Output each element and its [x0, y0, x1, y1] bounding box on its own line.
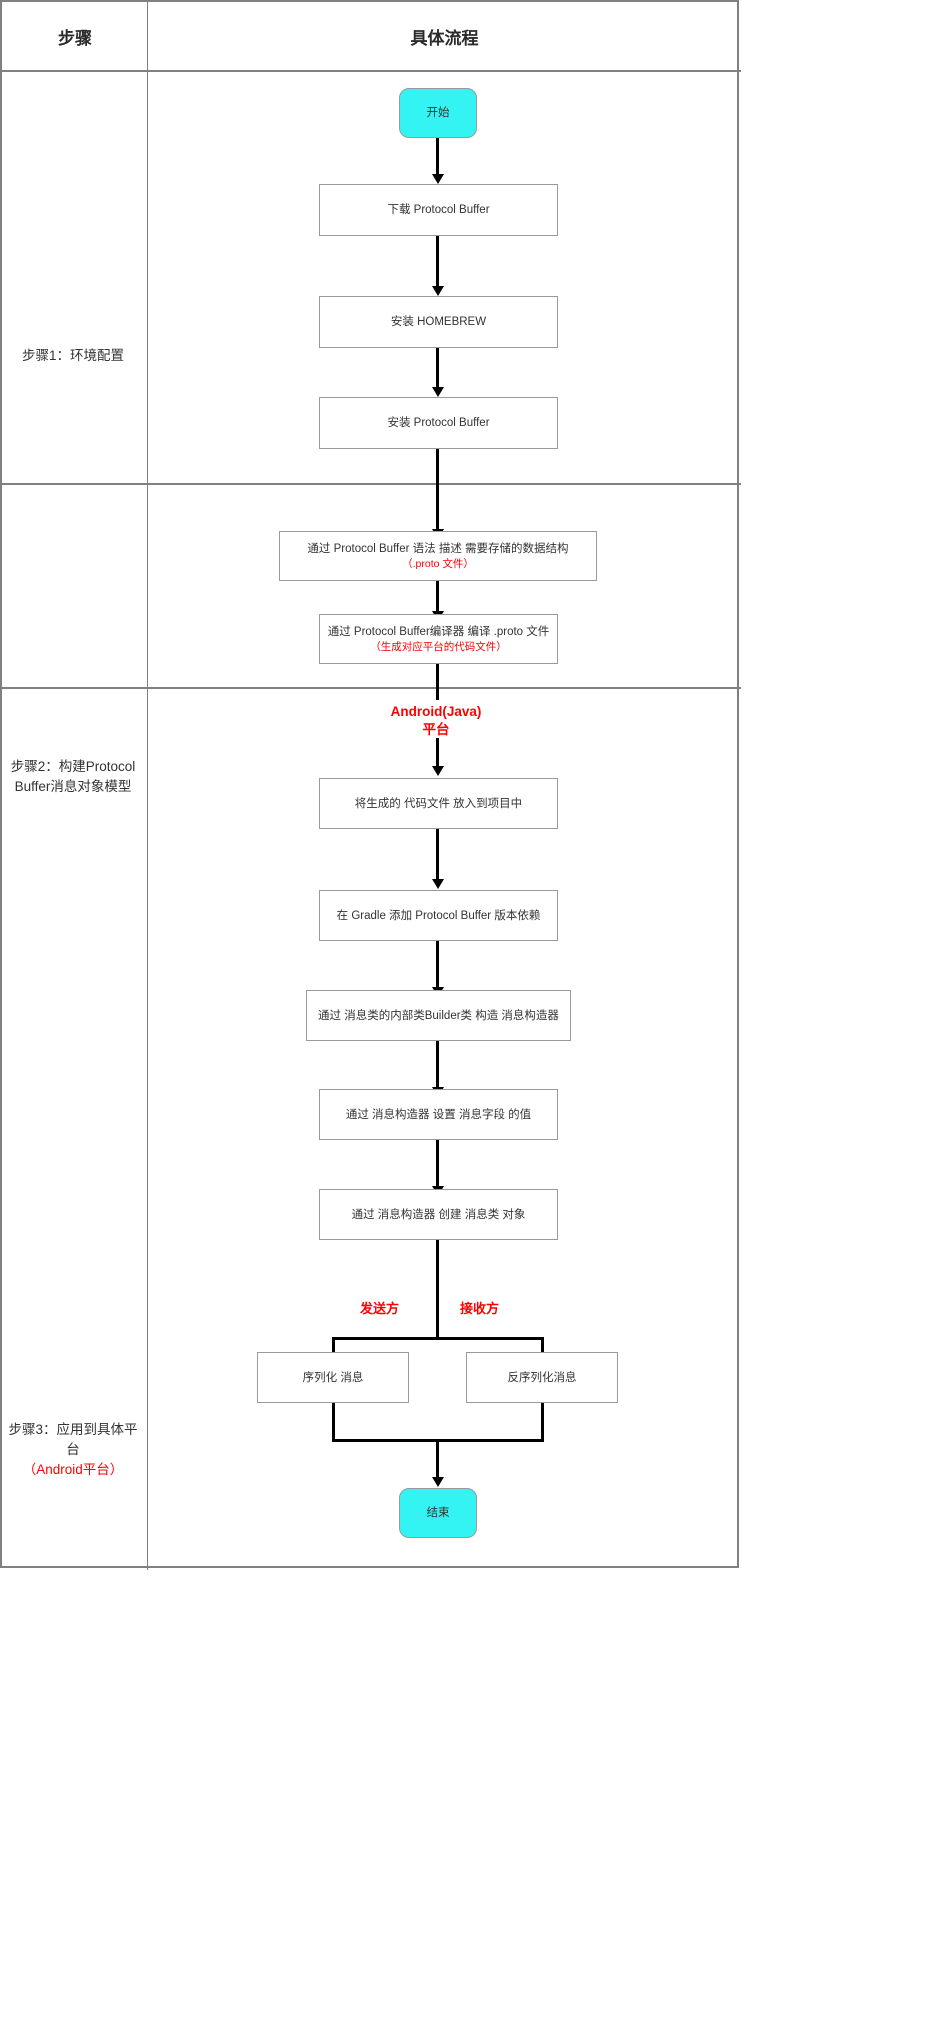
connector-homebrew-installpb — [436, 348, 439, 389]
section1-divider — [2, 483, 741, 485]
header-flow-column: 具体流程 — [410, 28, 479, 48]
node-gradle-dependency[interactable]: 在 Gradle 添加 Protocol Buffer 版本依赖 — [319, 890, 558, 941]
node-describe-sub: （.proto 文件） — [402, 557, 474, 570]
connector-gradle-builder — [436, 941, 439, 989]
arrow-download-homebrew — [432, 286, 444, 296]
arrow-start-download — [432, 174, 444, 184]
header-divider — [2, 70, 741, 72]
branch-label-sender: 发送方 — [360, 1301, 400, 1316]
branch-label-receiver: 接收方 — [460, 1301, 500, 1316]
node-set-message-field[interactable]: 通过 消息构造器 设置 消息字段 的值 — [319, 1089, 558, 1140]
node-compile-main: 通过 Protocol Buffer编译器 编译 .proto 文件 — [327, 625, 550, 638]
step-label-3-note: （Android平台） — [22, 1462, 124, 1477]
connector-describe-compile — [436, 581, 439, 613]
node-start[interactable]: 开始 — [399, 88, 477, 138]
node-put-code-into-project[interactable]: 将生成的 代码文件 放入到项目中 — [319, 778, 558, 829]
section2-divider — [2, 687, 741, 689]
arrow-merge-end — [432, 1477, 444, 1487]
connector-compile-platform — [436, 664, 439, 700]
column-divider — [147, 2, 148, 1570]
node-message-builder[interactable]: 通过 消息类的内部类Builder类 构造 消息构造器 — [306, 990, 571, 1041]
connector-platform-putcode — [436, 738, 439, 768]
node-end-label: 结束 — [426, 1507, 450, 1519]
connector-putcode-gradle — [436, 829, 439, 881]
connector-start-download — [436, 138, 439, 176]
node-create-message-object[interactable]: 通过 消息构造器 创建 消息类 对象 — [319, 1189, 558, 1240]
node-serialize-message[interactable]: 序列化 消息 — [257, 1352, 409, 1403]
node-deserialize-message[interactable]: 反序列化消息 — [466, 1352, 618, 1403]
node-describe-data-structure[interactable]: 通过 Protocol Buffer 语法 描述 需要存储的数据结构 （.pro… — [279, 531, 597, 581]
node-start-label: 开始 — [426, 107, 450, 119]
connector-createobj-split — [436, 1240, 439, 1337]
connector-merge-end — [436, 1439, 439, 1481]
node-download-protocol-buffer[interactable]: 下载 Protocol Buffer — [319, 184, 558, 236]
step-label-3: 步骤3：应用到具体平 台 （Android平台） — [0, 1420, 146, 1480]
node-setfield-label: 通过 消息构造器 设置 消息字段 的值 — [345, 1108, 532, 1121]
node-describe-main: 通过 Protocol Buffer 语法 描述 需要存储的数据结构 — [307, 542, 569, 555]
connector-installpb-describe — [436, 449, 439, 531]
connector-split-bar — [334, 1337, 544, 1340]
step-label-1-line1: 步骤1：环境配置 — [21, 348, 124, 363]
node-createobj-label: 通过 消息构造器 创建 消息类 对象 — [351, 1208, 526, 1221]
node-install-homebrew-label: 安装 HOMEBREW — [390, 316, 487, 328]
step-label-1: 步骤1：环境配置 — [0, 346, 146, 366]
node-serialize-label: 序列化 消息 — [302, 1371, 364, 1384]
flowchart-table: 步骤 具体流程 — [0, 0, 741, 1570]
node-download-label: 下载 Protocol Buffer — [387, 204, 490, 216]
arrow-putcode-gradle — [432, 879, 444, 889]
node-install-protocol-buffer[interactable]: 安装 Protocol Buffer — [319, 397, 558, 449]
node-install-pb-label: 安装 Protocol Buffer — [387, 417, 490, 429]
node-compile-proto[interactable]: 通过 Protocol Buffer编译器 编译 .proto 文件 （生成对应… — [319, 614, 558, 664]
platform-label-line1: Android(Java) — [390, 704, 482, 719]
step-label-3-line1: 步骤3：应用到具体平 — [8, 1422, 138, 1437]
node-install-homebrew[interactable]: 安装 HOMEBREW — [319, 296, 558, 348]
connector-builder-setfield — [436, 1041, 439, 1089]
step-label-3-line2: 台 — [66, 1442, 80, 1457]
connector-serialize-merge — [332, 1403, 335, 1441]
platform-label: Android(Java) 平台 — [336, 703, 536, 739]
step-label-2-line1: 步骤2：构建Protocol — [10, 759, 136, 774]
platform-label-line2: 平台 — [422, 722, 450, 737]
step-label-2: 步骤2：构建Protocol Buffer消息对象模型 — [0, 757, 146, 797]
connector-deserialize-merge — [541, 1403, 544, 1441]
arrow-homebrew-installpb — [432, 387, 444, 397]
node-put-code-label: 将生成的 代码文件 放入到项目中 — [354, 797, 523, 810]
node-gradle-label: 在 Gradle 添加 Protocol Buffer 版本依赖 — [336, 909, 541, 922]
header-step-column: 步骤 — [58, 28, 92, 48]
arrow-platform-putcode — [432, 766, 444, 776]
step-label-2-line2: Buffer消息对象模型 — [14, 779, 132, 794]
connector-setfield-createobj — [436, 1140, 439, 1188]
node-builder-label: 通过 消息类的内部类Builder类 构造 消息构造器 — [318, 1009, 559, 1022]
node-deserialize-label: 反序列化消息 — [507, 1371, 577, 1384]
connector-download-homebrew — [436, 236, 439, 288]
node-compile-sub: （生成对应平台的代码文件） — [370, 640, 507, 653]
node-end[interactable]: 结束 — [399, 1488, 477, 1538]
